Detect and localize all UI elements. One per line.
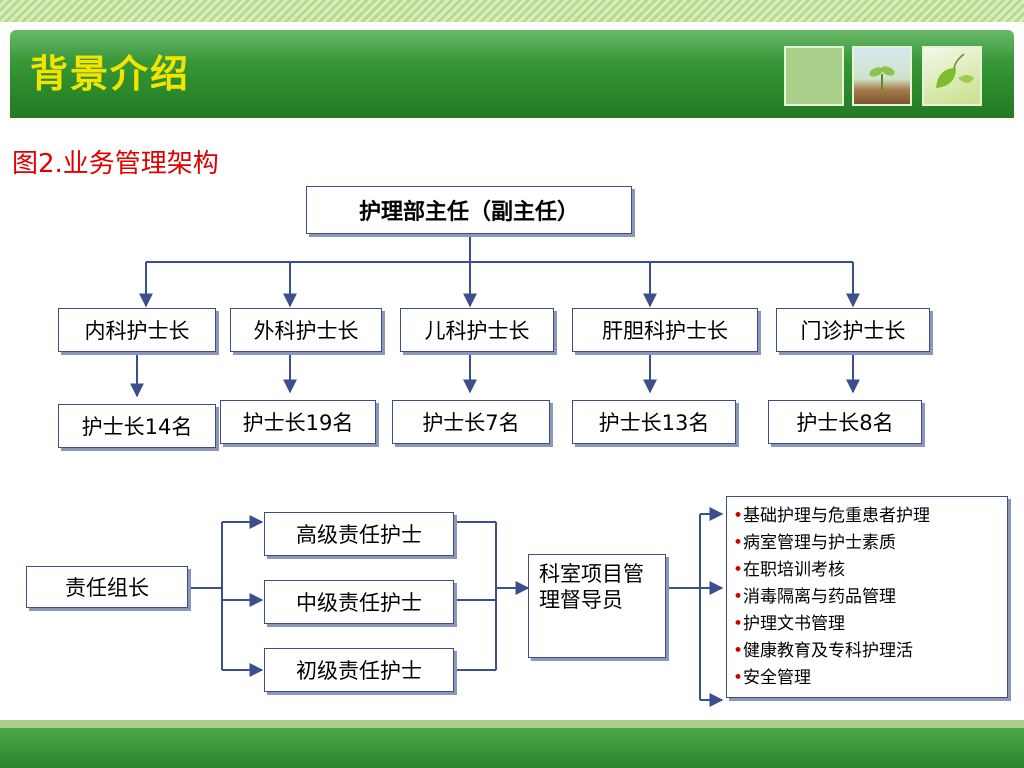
slide-title: 背景介绍 (30, 52, 191, 96)
head-outpatient: 门诊护士长 (776, 308, 930, 352)
bullet-icon: • (733, 533, 744, 553)
middle-nurse-box: 中级责任护士 (264, 580, 454, 624)
count-hepatobiliary: 护士长13名 (572, 400, 736, 444)
duty-item: •安全管理 (733, 668, 812, 688)
slide-header: 背景介绍 (0, 0, 1024, 122)
header-shine (10, 30, 1014, 60)
decor-photo-plain (784, 46, 844, 106)
bullet-icon: • (733, 587, 744, 607)
bullet-icon: • (733, 506, 744, 526)
duty-item: •消毒隔离与药品管理 (733, 587, 897, 607)
duty-item: •健康教育及专科护理活 (733, 641, 914, 661)
bullet-icon: • (733, 668, 744, 688)
duty-item: •在职培训考核 (733, 560, 846, 580)
sprout-photo (852, 46, 912, 106)
head-internal-medicine: 内科护士长 (58, 308, 216, 352)
header-banner (10, 30, 1014, 118)
bullet-icon: • (733, 641, 744, 661)
head-surgery: 外科护士长 (230, 308, 382, 352)
supervisor-box: 科室项目管理督导员 (528, 554, 666, 658)
junior-nurse-box: 初级责任护士 (264, 648, 454, 692)
director-box: 护理部主任（副主任） (306, 186, 632, 234)
sprout-icon (869, 66, 895, 90)
count-outpatient: 护士长8名 (768, 400, 922, 444)
count-pediatrics: 护士长7名 (392, 400, 550, 444)
leaf-icon (936, 53, 974, 88)
header-stripe (0, 0, 1024, 22)
count-surgery: 护士长19名 (220, 400, 376, 444)
duty-item: •护理文书管理 (733, 614, 846, 634)
duty-list: •基础护理与危重患者护理 •病室管理与护士素质 •在职培训考核 •消毒隔离与药品… (726, 496, 1008, 698)
senior-nurse-box: 高级责任护士 (264, 512, 454, 556)
bullet-icon: • (733, 614, 744, 634)
head-hepatobiliary: 肝胆科护士长 (572, 308, 758, 352)
duty-item: •基础护理与危重患者护理 (733, 506, 931, 526)
head-pediatrics: 儿科护士长 (400, 308, 554, 352)
diagram-caption: 图2.业务管理架构 (12, 149, 219, 179)
team-leader-box: 责任组长 (26, 566, 188, 608)
count-internal-medicine: 护士长14名 (58, 404, 216, 448)
duty-item: •病室管理与护士素质 (733, 533, 897, 553)
footer-stripe (0, 720, 1024, 728)
slide-footer (0, 728, 1024, 768)
leaf-photo (922, 46, 982, 106)
bullet-icon: • (733, 560, 744, 580)
